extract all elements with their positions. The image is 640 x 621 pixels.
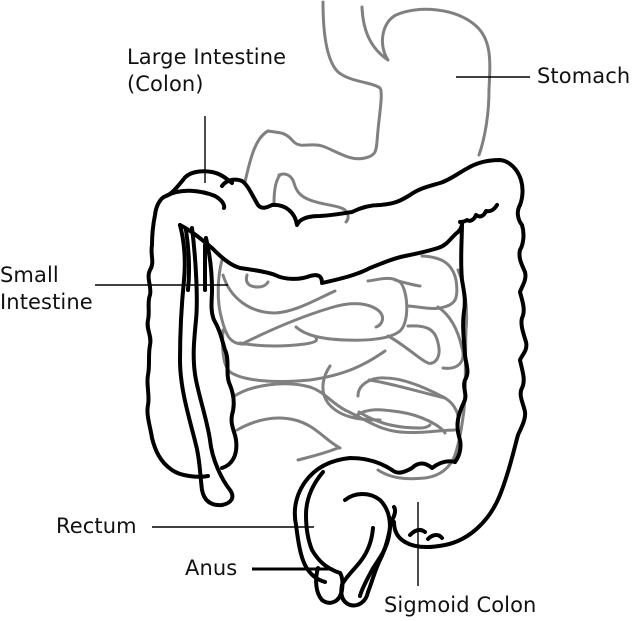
label-large-intestine-line1: Large Intestine bbox=[127, 45, 287, 69]
appendix-tubes bbox=[178, 223, 239, 508]
label-anus: Anus bbox=[185, 556, 238, 580]
leader-lines bbox=[95, 76, 530, 586]
label-small-intestine-line1: Small bbox=[0, 263, 59, 287]
label-small-intestine-line2: Intestine bbox=[0, 290, 93, 314]
label-small-intestine: Small Intestine bbox=[0, 262, 93, 316]
small-intestine-loops bbox=[216, 254, 469, 481]
stomach-outline bbox=[243, 0, 492, 224]
label-stomach: Stomach bbox=[537, 64, 631, 88]
label-rectum: Rectum bbox=[56, 514, 137, 538]
large-intestine-outline bbox=[145, 158, 529, 608]
label-large-intestine: Large Intestine (Colon) bbox=[127, 44, 286, 98]
label-sigmoid-colon: Sigmoid Colon bbox=[384, 593, 537, 617]
label-large-intestine-line2: (Colon) bbox=[127, 72, 204, 96]
